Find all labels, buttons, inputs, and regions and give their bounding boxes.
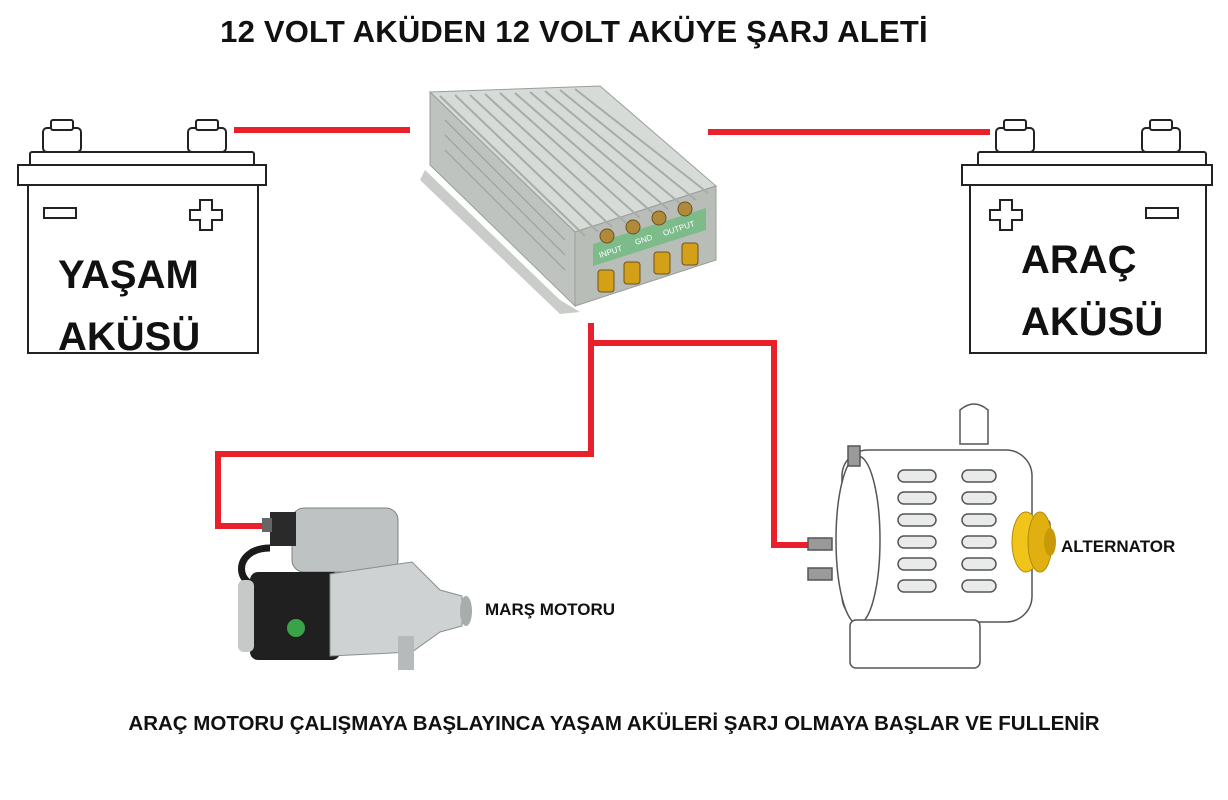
footer-caption: ARAÇ MOTORU ÇALIŞMAYA BAŞLAYINCA YAŞAM A… <box>128 712 1100 735</box>
minus-icon <box>1145 207 1179 219</box>
wire-charger-to-starter <box>215 323 594 529</box>
minus-icon <box>43 207 77 219</box>
starter-motor-icon <box>238 507 472 670</box>
left-battery-line2: AKÜSÜ <box>58 315 201 359</box>
right-battery-line2: AKÜSÜ <box>1021 300 1164 344</box>
dc-dc-charger-icon: INPUT GND OUTPUT <box>420 85 717 314</box>
alternator-pulley-icon <box>1011 511 1056 573</box>
battery-icon-right <box>961 119 1213 354</box>
battery-icon-left <box>17 119 267 354</box>
left-battery-line1: YAŞAM <box>58 253 199 297</box>
right-battery-label: ARAÇ AKÜSÜ <box>1021 229 1163 353</box>
left-battery-label: YAŞAM AKÜSÜ <box>58 244 200 368</box>
alternator-label: ALTERNATOR <box>1061 537 1176 556</box>
plus-icon <box>189 199 223 231</box>
starter-motor-label: MARŞ MOTORU <box>485 600 616 619</box>
wires <box>215 127 990 548</box>
wire-charger-to-alternator <box>591 340 808 548</box>
right-battery-line1: ARAÇ <box>1021 238 1137 282</box>
diagram-title: 12 VOLT AKÜDEN 12 VOLT AKÜYE ŞARJ ALETİ <box>220 14 928 49</box>
plus-icon <box>989 199 1023 231</box>
